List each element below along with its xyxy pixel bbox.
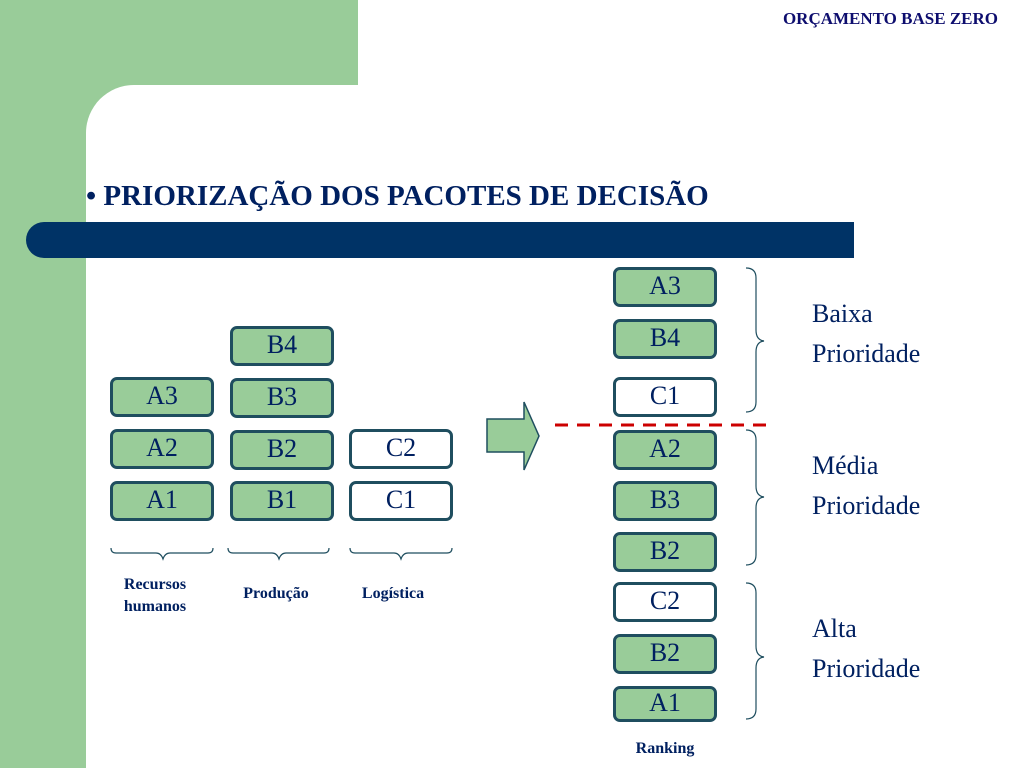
ranking-item-2: B4	[613, 319, 717, 359]
priority-medium: Média Prioridade	[812, 446, 920, 526]
column-label-logistics: Logística	[361, 585, 425, 602]
priority-high-line2: Prioridade	[812, 654, 921, 683]
title-underline-bar	[26, 222, 854, 258]
ranking-item-6: B2	[613, 532, 717, 572]
package-log-c2: C2	[349, 429, 453, 469]
column-label-hr: Recursos humanos	[123, 576, 187, 615]
ranking-label: Ranking	[635, 740, 695, 757]
ranking-item-3: C1	[613, 377, 717, 417]
ranking-item-9: A1	[613, 686, 717, 722]
ranking-item-5: B3	[613, 481, 717, 521]
priority-high-line1: Alta	[812, 614, 857, 643]
right-arrow-icon	[486, 401, 540, 471]
brace-hr	[110, 547, 214, 561]
package-prod-b2: B2	[230, 430, 334, 470]
package-hr-a3: A3	[110, 377, 214, 417]
package-hr-a1: A1	[110, 481, 214, 521]
brace-production	[227, 547, 330, 561]
brace-low-priority	[745, 267, 765, 413]
package-prod-b1: B1	[230, 481, 334, 521]
priority-low-line2: Prioridade	[812, 339, 921, 368]
ranking-item-1: A3	[613, 267, 717, 307]
priority-medium-line2: Prioridade	[812, 491, 921, 520]
background-green-strip	[0, 0, 86, 768]
ranking-item-7: C2	[613, 582, 717, 622]
brace-medium-priority	[745, 429, 765, 566]
package-log-c1: C1	[349, 481, 453, 521]
priority-medium-line1: Média	[812, 451, 879, 480]
column-label-production: Produção	[243, 585, 309, 602]
ranking-item-8: B2	[613, 634, 717, 674]
package-hr-a2: A2	[110, 429, 214, 469]
priority-low-line1: Baixa	[812, 299, 873, 328]
brace-logistics	[349, 547, 453, 561]
ranking-item-4: A2	[613, 430, 717, 470]
priority-high: Alta Prioridade	[812, 609, 920, 689]
header-title: ORÇAMENTO BASE ZERO	[782, 9, 998, 28]
package-prod-b4: B4	[230, 326, 334, 366]
package-prod-b3: B3	[230, 378, 334, 418]
slide-title: • PRIORIZAÇÃO DOS PACOTES DE DECISÃO	[86, 180, 709, 212]
priority-low: Baixa Prioridade	[812, 294, 920, 374]
brace-high-priority	[745, 582, 765, 720]
